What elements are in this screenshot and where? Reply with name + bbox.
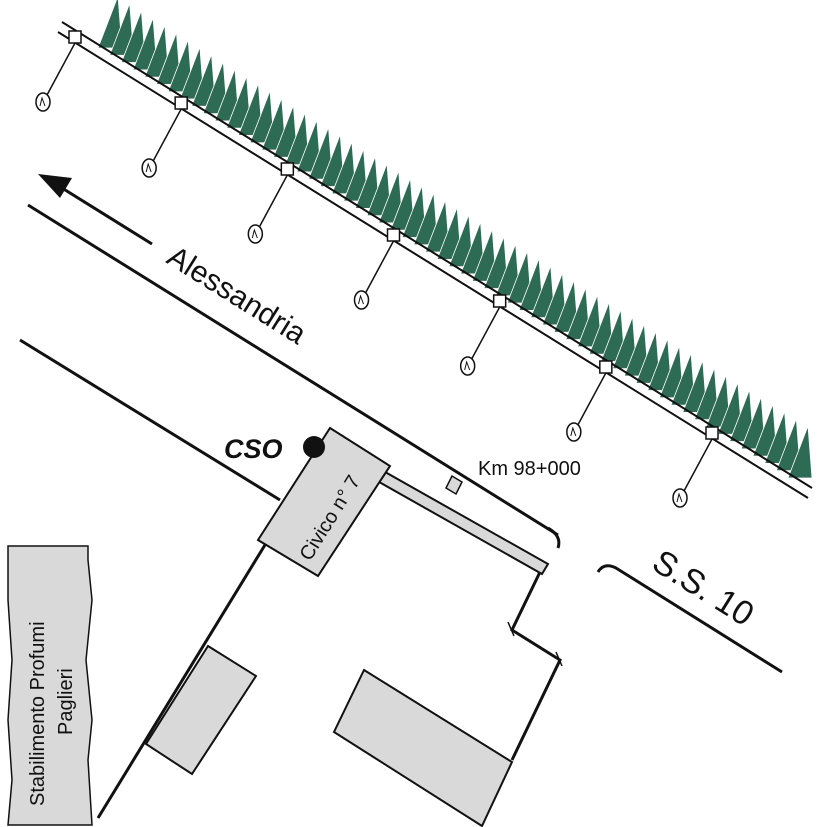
hedge-spike — [471, 229, 497, 282]
street-lamp-icon — [353, 228, 401, 310]
hedge-spike — [483, 236, 509, 289]
cso-label: CSO — [224, 434, 283, 464]
street-lamp-icon — [672, 426, 719, 508]
road-label: S.S. 10 — [646, 543, 761, 634]
km-marker-label: Km 98+000 — [478, 458, 581, 480]
hedge-spike — [670, 352, 696, 406]
hedge-spike — [179, 46, 205, 100]
hedge-spike — [787, 425, 813, 479]
hedge-spike — [576, 294, 602, 348]
hedge-spike — [611, 316, 638, 370]
hedge-spike — [366, 163, 392, 217]
hedge-spike — [682, 360, 708, 413]
street-lamp-icon — [35, 30, 82, 112]
hedge-spike — [647, 338, 673, 391]
hedge-spike — [740, 396, 766, 450]
hedge-spike — [319, 134, 345, 187]
factory-label-line2: Paglieri — [55, 668, 77, 735]
hedge-spike — [307, 127, 333, 180]
hedge-spike — [495, 243, 521, 297]
hedge-spike — [237, 83, 263, 136]
hedge-spike — [623, 323, 649, 377]
boundary-tick-1 — [507, 621, 515, 637]
hedge-spike — [331, 141, 357, 195]
hedge-spike — [541, 272, 567, 326]
hedge-spike — [249, 90, 275, 144]
street-lamp-icon — [459, 294, 507, 376]
road-edge-south — [19, 338, 281, 502]
road-edge-ss10 — [596, 564, 783, 674]
hedge-row — [57, 0, 813, 499]
street-lamp-icon — [566, 360, 613, 442]
hedge-spike — [752, 403, 778, 457]
hedge-spike — [764, 411, 790, 464]
factory-block — [7, 545, 93, 826]
hedge-spike — [728, 389, 754, 442]
hedge-spike — [109, 3, 135, 56]
hedge-spike — [354, 156, 380, 209]
hedge-spike — [167, 39, 193, 93]
hedge-spike — [190, 54, 216, 107]
hedge-spike — [284, 112, 310, 166]
factory-label-line1: Stabilimento Profumi — [27, 621, 49, 806]
road-edge-north-end — [547, 526, 561, 549]
hedge-spike — [448, 214, 474, 268]
hedge-spike — [506, 250, 532, 304]
boundary-tick-2 — [555, 651, 563, 667]
hedge-spike — [155, 32, 181, 85]
hedge-spike — [389, 178, 415, 231]
property-boundary — [96, 539, 562, 819]
hedge-spike — [424, 199, 450, 253]
hedge-spike — [436, 207, 462, 260]
hedge-spike — [132, 17, 158, 71]
hedge-spike — [553, 280, 579, 333]
hedge-spike — [378, 170, 404, 224]
hedge-spike — [635, 331, 661, 384]
hedge-spike — [600, 309, 626, 362]
hedge-spike — [202, 61, 228, 114]
hedge-spike — [565, 287, 591, 340]
hedge-spike — [343, 148, 369, 202]
hedge-spike — [272, 105, 298, 158]
hedge-spike — [214, 68, 240, 122]
road-edge-north — [27, 203, 559, 537]
hedge-spike — [226, 76, 252, 129]
hedge-spike — [588, 301, 614, 355]
hedge-spike — [658, 345, 684, 399]
hedge-spike — [261, 97, 287, 151]
hedge-spike — [518, 258, 544, 311]
street-lamp-icon — [141, 96, 188, 178]
hedge-spike — [413, 192, 439, 246]
hedge-spike — [775, 418, 801, 472]
cso-marker — [303, 436, 325, 458]
hedge-spike — [401, 185, 427, 238]
hedge-spike — [693, 367, 719, 421]
hedge-spike — [459, 221, 485, 275]
street-lamps — [35, 30, 719, 508]
hedge-spike — [120, 10, 146, 63]
hedge-spike — [717, 382, 743, 435]
civic-building — [256, 426, 392, 578]
km-marker-post — [445, 474, 463, 496]
street-lamp-icon — [247, 162, 295, 244]
hedge-spike — [530, 265, 556, 319]
hedge-spikes — [97, 0, 813, 479]
building-right — [332, 668, 514, 827]
hedge-spike — [97, 0, 123, 49]
hedge-spike — [296, 119, 322, 173]
arrow-left-icon — [38, 174, 153, 246]
hedge-spike — [144, 25, 170, 78]
building-left — [144, 644, 258, 776]
